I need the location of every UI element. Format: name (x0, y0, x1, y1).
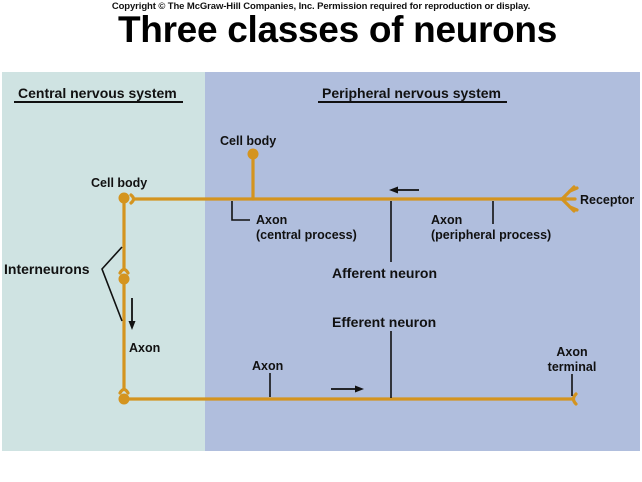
label-axon-efferent: Axon (252, 359, 284, 373)
label-afferent-neuron: Afferent neuron (332, 265, 437, 281)
afferent-synapse-terminal (129, 193, 136, 205)
label-efferent-neuron: Efferent neuron (332, 314, 437, 330)
interneuron-1-terminal (118, 267, 130, 275)
arrow-right-icon (331, 385, 364, 393)
copyright-notice: Copyright © The McGraw-Hill Companies, I… (111, 1, 531, 12)
pns-cell-body (247, 148, 259, 160)
efferent-cell-body (118, 393, 130, 405)
interneuron-cell-body (118, 273, 130, 285)
cns-heading: Central nervous system (14, 85, 183, 103)
axon-terminal-icon (571, 392, 578, 406)
receptor-icon (558, 185, 579, 213)
pns-region (205, 72, 640, 451)
label-axon-peripheral: Axon (peripheral process) (431, 213, 552, 242)
label-receptor: Receptor (580, 193, 635, 207)
interneuron-2-terminal (118, 387, 130, 395)
arrow-down-icon (128, 298, 136, 330)
label-cell-body-cns: Cell body (91, 176, 148, 190)
label-axon-interneuron: Axon (129, 341, 161, 355)
label-axon-central: Axon (central process) (256, 213, 357, 242)
page-title: Three classes of neurons (117, 9, 558, 50)
arrow-left-icon (389, 186, 419, 194)
cns-region (2, 72, 205, 451)
cns-cell-body (118, 192, 130, 204)
label-axon-terminal: Axon terminal (547, 345, 597, 374)
label-cell-body-pns: Cell body (220, 134, 277, 148)
axon-central-pointer (231, 201, 250, 221)
interneurons-bracket (101, 246, 123, 322)
label-interneurons: Interneurons (4, 261, 90, 277)
pns-heading: Peripheral nervous system (318, 85, 507, 103)
